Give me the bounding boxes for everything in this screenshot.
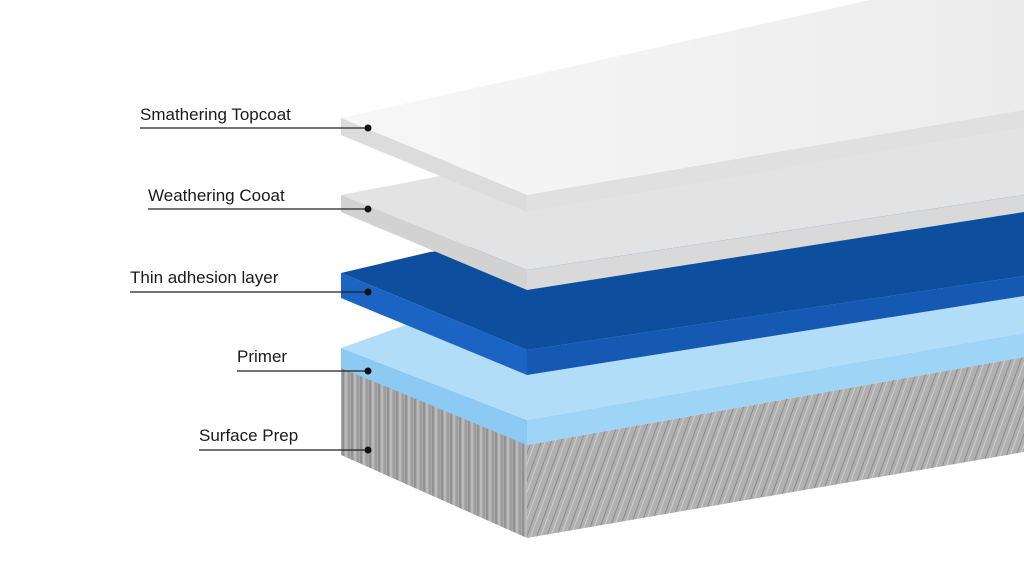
leader-dot <box>364 288 372 296</box>
leader-adhesion <box>130 288 372 296</box>
leader-primer <box>237 367 372 375</box>
surface-prep-front <box>341 362 527 538</box>
topcoat-top <box>341 0 1024 195</box>
label-adhesion-layer: Thin adhesion layer <box>130 268 279 287</box>
leader-surface-prep <box>199 446 372 454</box>
weathering-front <box>341 195 527 290</box>
leader-weathering <box>148 205 372 213</box>
layer-topcoat <box>341 0 1024 212</box>
leader-topcoat <box>140 124 372 132</box>
layer-surface-prep <box>341 357 1024 538</box>
topcoat-side <box>527 110 1024 212</box>
leader-dot <box>364 367 372 375</box>
label-surface-prep: Surface Prep <box>199 426 299 445</box>
topcoat-front <box>341 118 527 212</box>
label-weathering-coat: Weathering Cooat <box>148 186 285 205</box>
leader-dot <box>364 205 372 213</box>
primer-front <box>341 348 527 445</box>
leader-dot <box>364 124 372 132</box>
label-primer: Primer <box>237 347 288 366</box>
label-topcoat: Smathering Topcoat <box>140 105 291 124</box>
primer-side <box>527 333 1024 445</box>
adhesion-front <box>341 273 527 375</box>
leader-dot <box>364 446 372 454</box>
adhesion-side <box>527 276 1024 375</box>
surface-prep-side <box>527 357 1024 538</box>
weathering-side <box>527 195 1024 290</box>
